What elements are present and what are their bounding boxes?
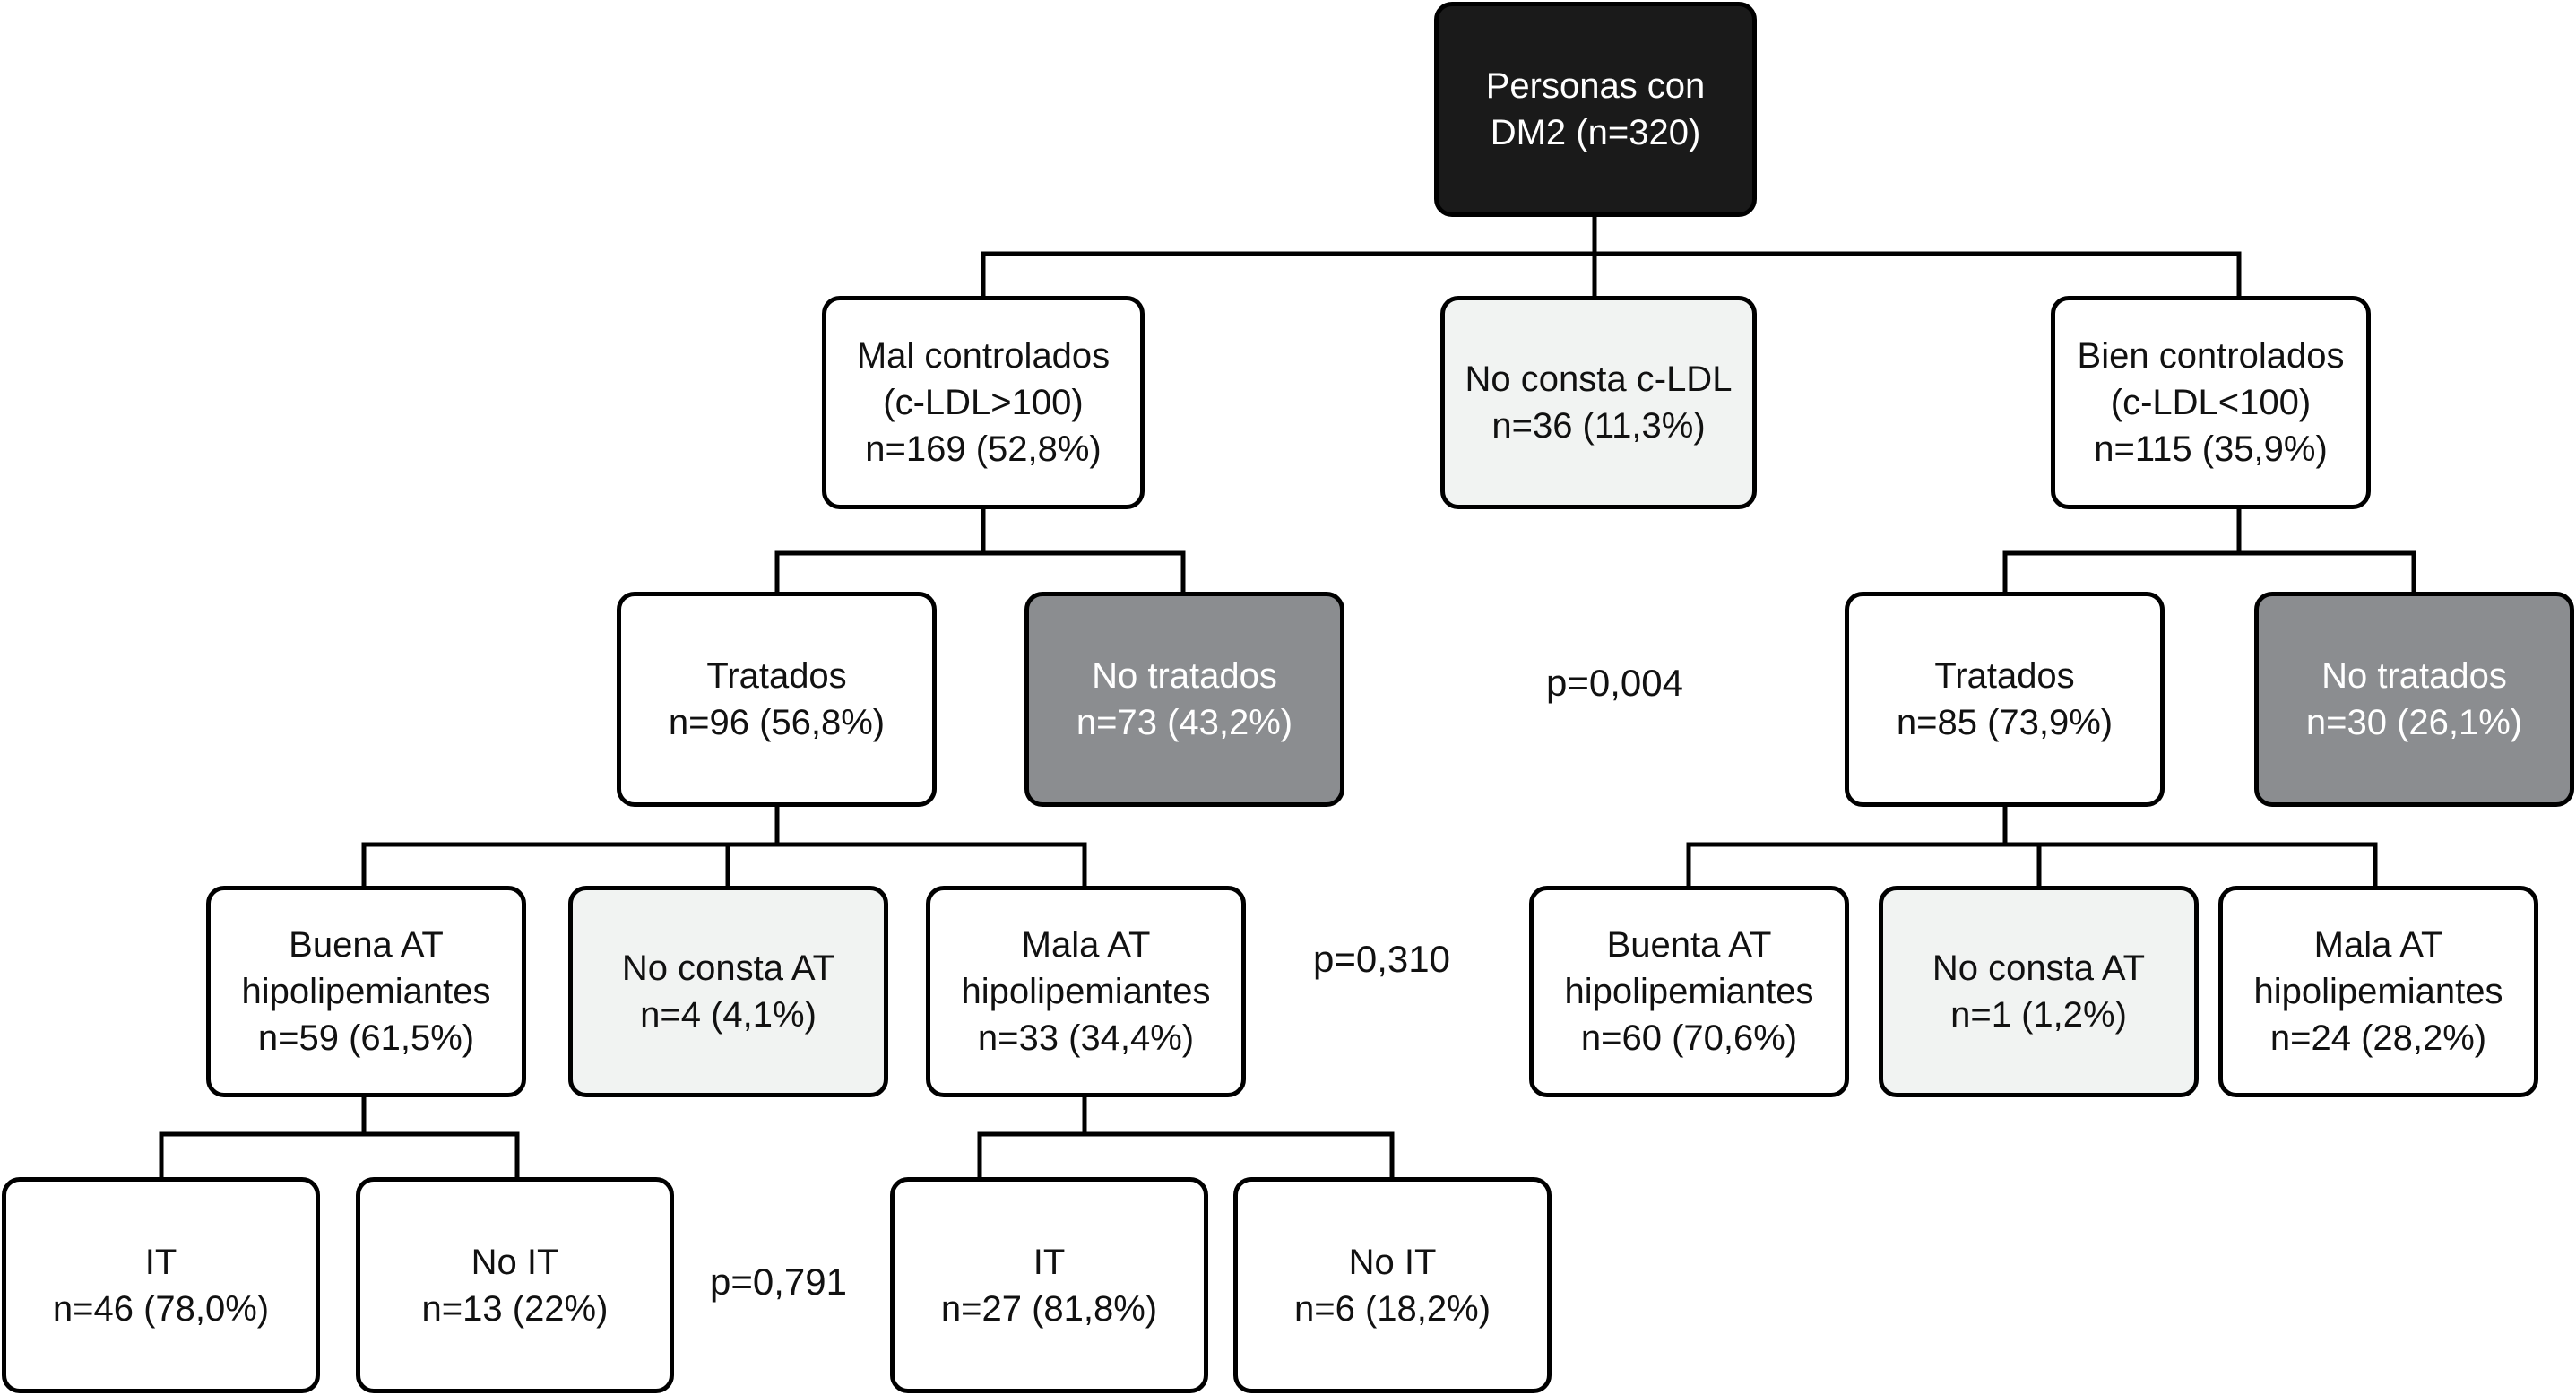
- node-buena-no-it: No IT n=13 (22%): [356, 1177, 674, 1393]
- node-bien-tratados-line-2: n=85 (73,9%): [1896, 703, 2114, 742]
- node-bien-tratados: Tratados n=85 (73,9%): [1845, 592, 2165, 807]
- node-mala-noit-line-1: No IT: [1348, 1242, 1437, 1282]
- node-mal-noconsta-line-2: n=4 (4,1%): [640, 995, 817, 1035]
- node-root-line-2: DM2 (n=320): [1490, 113, 1701, 152]
- node-buena-it-line-1: IT: [144, 1242, 177, 1282]
- node-mal-buena-line-3: n=59 (61,5%): [257, 1018, 475, 1058]
- node-bien-mala-line-3: n=24 (28,2%): [2269, 1018, 2487, 1058]
- node-mal-buena-line-2: hipolipemiantes: [241, 972, 491, 1011]
- node-bien-mala-line-1: Mala AT: [2313, 925, 2443, 965]
- node-mala-it: IT n=27 (81,8%): [890, 1177, 1208, 1393]
- node-mal-noconsta-line-1: No consta AT: [621, 949, 835, 988]
- node-buena-noit-line-1: No IT: [471, 1242, 559, 1282]
- node-bien-tratados-line-1: Tratados: [1934, 656, 2075, 696]
- node-bien-buena-at: Buenta AT hipolipemiantes n=60 (70,6%): [1529, 886, 1849, 1097]
- node-mal-no-consta-at: No consta AT n=4 (4,1%): [568, 886, 888, 1097]
- node-mal-buena-at: Buena AT hipolipemiantes n=59 (61,5%): [206, 886, 526, 1097]
- node-bien-no-consta-at: No consta AT n=1 (1,2%): [1879, 886, 2199, 1097]
- p-value-tratamiento: p=0,004: [1546, 662, 1683, 704]
- node-bien-line-3: n=115 (35,9%): [2094, 429, 2328, 469]
- node-mala-no-it: No IT n=6 (18,2%): [1233, 1177, 1552, 1393]
- node-mal-line-2: (c-LDL>100): [883, 383, 1084, 422]
- connector-mala-to-inertia: [977, 1093, 1395, 1182]
- connector-bien-tratados-to-adherence: [1686, 801, 2378, 890]
- node-mal-line-1: Mal controlados: [856, 336, 1111, 376]
- node-buena-it: IT n=46 (78,0%): [2, 1177, 320, 1393]
- node-bien-controlados: Bien controlados (c-LDL<100) n=115 (35,9…: [2051, 296, 2371, 509]
- node-mal-line-3: n=169 (52,8%): [865, 429, 1102, 469]
- node-bien-no-tratados-line-1: No tratados: [2321, 656, 2507, 696]
- node-mala-it-line-2: n=27 (81,8%): [940, 1288, 1158, 1329]
- node-bien-buena-line-1: Buenta AT: [1606, 925, 1772, 965]
- node-mal-no-tratados: No tratados n=73 (43,2%): [1024, 592, 1344, 807]
- node-mal-tratados-line-1: Tratados: [706, 656, 847, 696]
- connector-mal-to-treatment: [774, 505, 1186, 596]
- node-bien-buena-line-3: n=60 (70,6%): [1580, 1018, 1798, 1058]
- node-mal-mala-line-2: hipolipemiantes: [961, 972, 1211, 1011]
- node-mal-tratados: Tratados n=96 (56,8%): [617, 592, 937, 807]
- node-mal-mala-at: Mala AT hipolipemiantes n=33 (34,4%): [926, 886, 1246, 1097]
- p-value-inercia: p=0,791: [710, 1261, 847, 1303]
- node-bien-mala-at: Mala AT hipolipemiantes n=24 (28,2%): [2218, 886, 2538, 1097]
- node-mal-no-tratados-line-2: n=73 (43,2%): [1076, 703, 1293, 742]
- node-bien-line-1: Bien controlados: [2077, 336, 2345, 376]
- node-mal-mala-line-1: Mala AT: [1021, 925, 1151, 965]
- node-mal-tratados-line-2: n=96 (56,8%): [668, 703, 886, 742]
- p-value-adherencia: p=0,310: [1313, 938, 1450, 980]
- node-bien-noconsta-line-1: No consta AT: [1932, 949, 2146, 988]
- node-bien-line-2: (c-LDL<100): [2110, 383, 2312, 422]
- node-bien-no-tratados-line-2: n=30 (26,1%): [2305, 703, 2523, 742]
- node-mal-buena-line-1: Buena AT: [289, 925, 444, 965]
- node-mala-it-line-1: IT: [1033, 1242, 1066, 1282]
- node-noconsta-ldl-line-1: No consta c-LDL: [1465, 360, 1733, 399]
- node-mala-noit-line-2: n=6 (18,2%): [1293, 1288, 1491, 1329]
- node-noconsta-ldl-line-2: n=36 (11,3%): [1491, 406, 1706, 446]
- node-mal-no-tratados-line-1: No tratados: [1092, 656, 1277, 696]
- node-buena-it-line-2: n=46 (78,0%): [52, 1288, 270, 1329]
- node-root: Personas con DM2 (n=320): [1434, 2, 1757, 217]
- node-bien-mala-line-2: hipolipemiantes: [2253, 972, 2503, 1011]
- node-root-line-1: Personas con: [1485, 66, 1706, 106]
- connector-buena-to-inertia: [159, 1093, 520, 1182]
- node-bien-no-tratados: No tratados n=30 (26,1%): [2254, 592, 2574, 807]
- node-mal-controlados: Mal controlados (c-LDL>100) n=169 (52,8%…: [822, 296, 1145, 509]
- connector-bien-to-treatment: [2002, 505, 2416, 596]
- node-no-consta-ldl: No consta c-LDL n=36 (11,3%): [1440, 296, 1757, 509]
- node-bien-buena-line-2: hipolipemiantes: [1564, 972, 1814, 1011]
- connector-mal-tratados-to-adherence: [361, 801, 1087, 890]
- connector-root-to-level1: [981, 212, 2242, 300]
- node-bien-noconsta-line-2: n=1 (1,2%): [1950, 995, 2127, 1035]
- node-buena-noit-line-2: n=13 (22%): [421, 1288, 609, 1329]
- node-mal-mala-line-3: n=33 (34,4%): [977, 1018, 1195, 1058]
